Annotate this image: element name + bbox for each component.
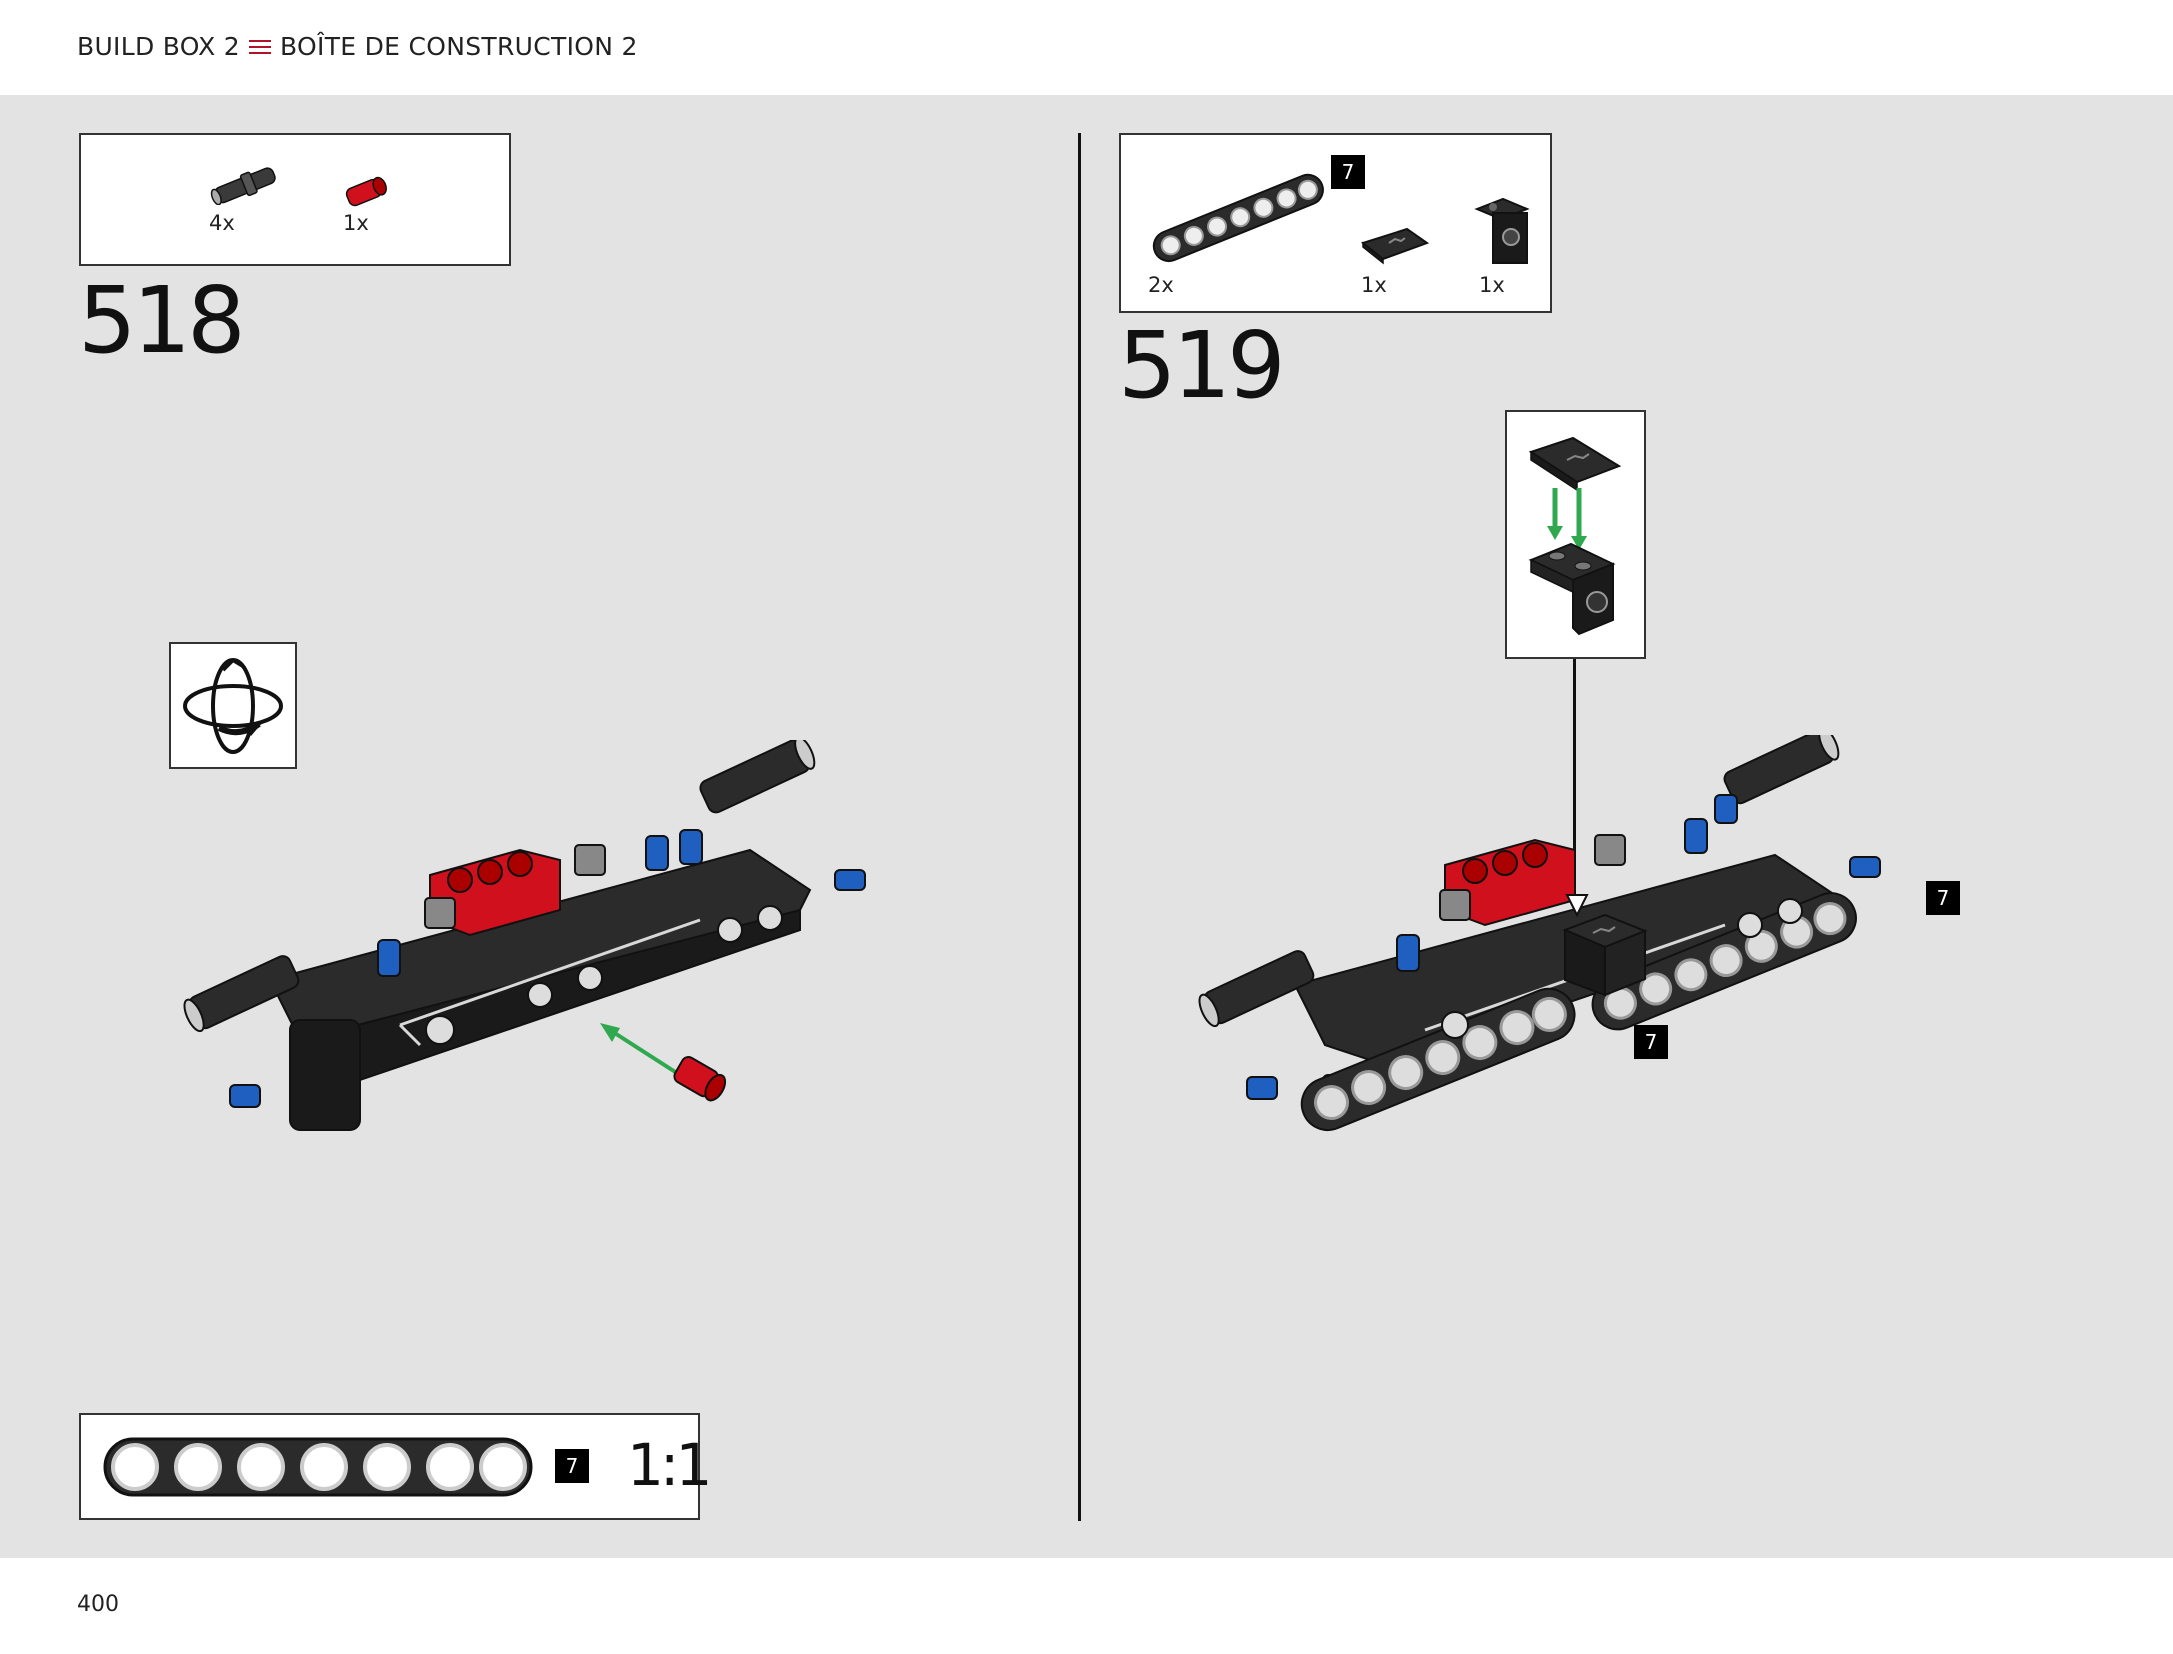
step-518-model-illustration (183, 740, 866, 1131)
step-divider (1078, 133, 1081, 1521)
instruction-canvas (0, 95, 2173, 1558)
bracket-icon (1474, 197, 1530, 264)
sub-assembly-callout (1505, 410, 1646, 659)
length-badge: 7 (555, 1449, 589, 1483)
length-badge: 7 (1634, 1025, 1668, 1059)
header-title-en: BUILD BOX 2 (77, 32, 241, 61)
beam-scale-callout: 7 1:1 (79, 1413, 712, 1520)
step-519-parts-list: 7 2x 1x 1x (1119, 133, 1552, 313)
rotate-model-icon (183, 658, 283, 754)
step-519-model-illustration (1198, 735, 1881, 1131)
tile-ferrari-logo-icon (1360, 227, 1430, 265)
scale-label: 1:1 (627, 1431, 712, 1499)
page-number: 400 (77, 1592, 119, 1617)
beam-7-icon (103, 1437, 533, 1497)
length-badge: 7 (1331, 155, 1365, 189)
part-qty: 1x (1361, 273, 1387, 297)
part-qty: 1x (1479, 273, 1505, 297)
callout-connector-line (1573, 659, 1576, 879)
part-qty: 1x (343, 211, 369, 235)
beam-7-icon (1152, 173, 1324, 263)
header-title: BUILD BOX 2 BOÎTE DE CONSTRUCTION 2 (77, 32, 638, 61)
part-qty: 2x (1148, 273, 1174, 297)
header-separator-icon (249, 40, 272, 54)
step-number: 518 (78, 267, 246, 374)
pin-with-bush-icon (210, 167, 276, 205)
step-number: 519 (1118, 312, 1286, 419)
rotate-callout (169, 642, 297, 769)
length-badge: 7 (1926, 881, 1960, 915)
part-qty: 4x (209, 211, 235, 235)
axle-pin-connector-icon (345, 176, 387, 207)
tile-onto-bracket-illustration (1528, 436, 1622, 636)
page-header: BUILD BOX 2 BOÎTE DE CONSTRUCTION 2 (0, 0, 2173, 95)
header-title-fr: BOÎTE DE CONSTRUCTION 2 (280, 32, 638, 61)
step-518-parts-list: 4x 1x (79, 133, 511, 266)
